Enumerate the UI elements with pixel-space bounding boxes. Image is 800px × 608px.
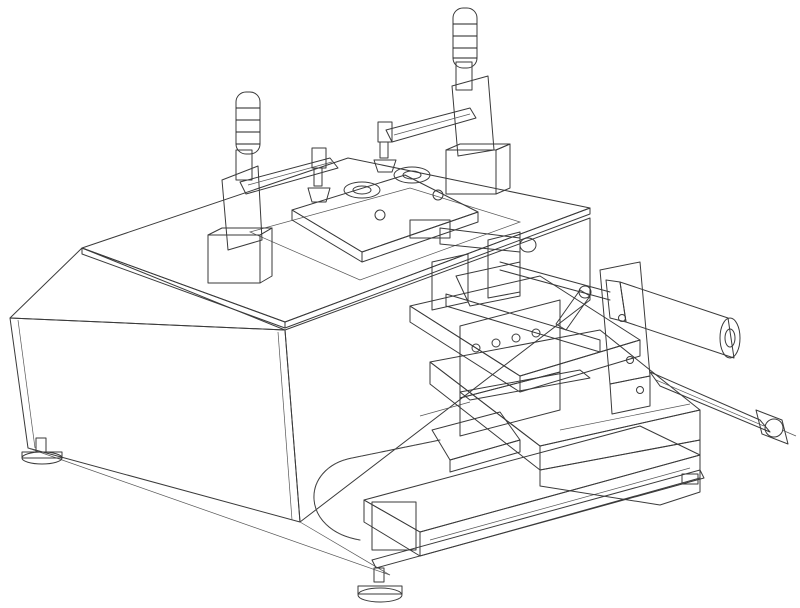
- pink-bracket-assembly: [409, 231, 651, 437]
- linear-axis-upper: [429, 329, 701, 506]
- upper-axis-front: [539, 409, 701, 471]
- fixture-boss-right: [393, 166, 431, 184]
- base-plate-cyan: [371, 469, 705, 569]
- toggle-clamp-right: [373, 7, 511, 195]
- upper-cylinder-body: [619, 281, 735, 359]
- clamp-right-body: [451, 75, 495, 157]
- frame-front-face: [9, 317, 301, 523]
- pneumatic-cylinder-upper: [409, 219, 741, 359]
- foot-left: [21, 437, 63, 465]
- top-plate: [81, 157, 591, 329]
- frame-side-face: [284, 217, 591, 523]
- blue-slide-rail: [445, 293, 601, 353]
- cable-chain-links: [313, 439, 441, 541]
- clamp-left-arm: [239, 157, 339, 195]
- clamp-left-block: [207, 234, 261, 284]
- clamp-left-body: [221, 165, 263, 251]
- toggle-clamp-left: [207, 91, 339, 284]
- pneumatic-cylinder-lower: [649, 371, 797, 445]
- clamp-right-handle: [452, 7, 478, 69]
- leveling-feet: [21, 437, 403, 603]
- clamp-left-handle: [235, 91, 261, 155]
- foot-front: [357, 567, 403, 603]
- machine-frame: [9, 217, 591, 576]
- orange-lever: [555, 289, 591, 331]
- green-fixture: [291, 166, 479, 263]
- lower-cylinder-head: [755, 409, 789, 445]
- fixture-boss-left: [343, 181, 381, 199]
- lower-axis-front: [419, 454, 701, 557]
- pink-upright-right: [487, 231, 521, 299]
- clamp-right-arm: [385, 107, 477, 143]
- frame-chamfer: [9, 247, 286, 331]
- top-plate-pocket: [248, 187, 522, 281]
- cable-chain: [313, 401, 521, 541]
- linear-axis-lower: [363, 425, 705, 569]
- pink-upright-left: [431, 253, 469, 311]
